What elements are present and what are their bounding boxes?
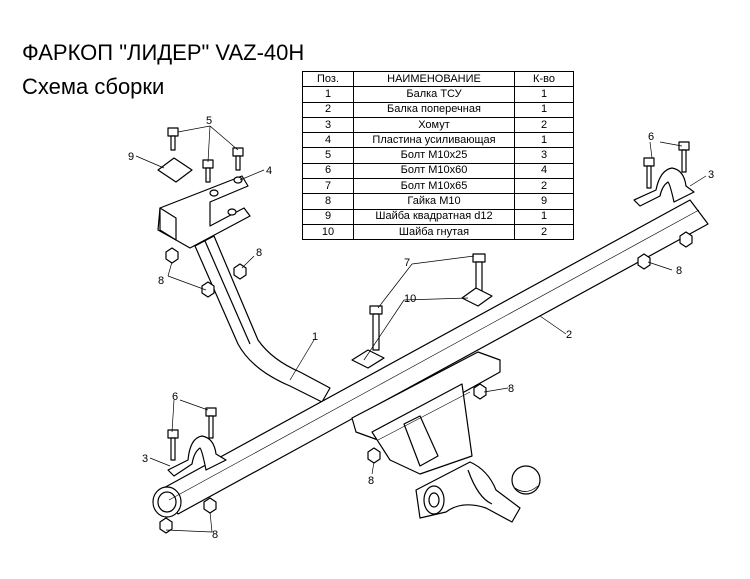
column-header-position: Поз. bbox=[302, 70, 354, 88]
callout-label: 3 bbox=[708, 169, 714, 181]
callout-label: 8 bbox=[508, 383, 514, 395]
callout-label: 6 bbox=[648, 131, 654, 143]
callout-label: 8 bbox=[212, 529, 218, 541]
cross-beam bbox=[152, 199, 709, 518]
cell-name: Шайба гнутая bbox=[353, 223, 515, 241]
bolt-m10x25 bbox=[202, 159, 214, 183]
parts-table-header: Поз. НАИМЕНОВАНИЕ К-во bbox=[302, 70, 574, 88]
callout-label: 3 bbox=[142, 453, 148, 465]
square-washer bbox=[157, 157, 193, 183]
reinforcing-plate bbox=[157, 175, 251, 249]
callout-label: 9 bbox=[128, 151, 134, 163]
cell-name: Болт М10х60 bbox=[353, 162, 515, 180]
cell-quantity: 3 bbox=[514, 147, 574, 164]
callout-label: 1 bbox=[312, 331, 318, 343]
bolt-m10x60 bbox=[678, 141, 690, 173]
nut-m10 bbox=[367, 447, 381, 464]
callout-label: 8 bbox=[368, 475, 374, 487]
cell-name: Шайба квадратная d12 bbox=[353, 208, 515, 225]
bent-washer bbox=[351, 349, 385, 369]
callout-label: 6 bbox=[172, 391, 178, 403]
nut-m10 bbox=[203, 497, 217, 514]
callout-label: 5 bbox=[206, 115, 212, 127]
leader-lines bbox=[135, 125, 707, 533]
clamp bbox=[167, 435, 227, 477]
nut-m10 bbox=[201, 281, 215, 298]
bolt-m10x25 bbox=[167, 127, 179, 151]
bolt-m10x65 bbox=[369, 305, 383, 351]
nut-m10 bbox=[159, 517, 173, 534]
callout-labels: 5 9 4 6 3 8 8 8 1 2 7 10 6 3 8 8 8 bbox=[128, 115, 714, 541]
callout-label: 8 bbox=[256, 247, 262, 259]
bolt-m10x60 bbox=[167, 429, 179, 461]
nut-m10 bbox=[637, 253, 651, 270]
callout-label: 8 bbox=[676, 265, 682, 277]
callout-label: 7 bbox=[404, 257, 410, 269]
cell-name: Болт М10х25 bbox=[353, 147, 515, 164]
callout-label: 10 bbox=[404, 293, 416, 305]
bolt-m10x25 bbox=[232, 147, 244, 171]
tow-hook bbox=[415, 461, 541, 523]
drawing-subtitle: Схема сборки bbox=[22, 74, 165, 99]
drawing-title: ФАРКОП "ЛИДЕР" VAZ-40H bbox=[22, 40, 305, 65]
clamp bbox=[633, 167, 695, 207]
bolt-m10x60 bbox=[205, 407, 217, 439]
callout-label: 4 bbox=[266, 165, 272, 177]
cell-name: Пластина усиливающая bbox=[353, 132, 515, 149]
cell-quantity: 2 bbox=[514, 223, 574, 241]
tow-bar-beam bbox=[194, 235, 331, 403]
callout-label: 8 bbox=[158, 275, 164, 287]
bent-washer bbox=[461, 287, 493, 307]
callout-label: 2 bbox=[566, 329, 572, 341]
ball-mount-bracket bbox=[351, 351, 501, 475]
cell-name: Балка поперечная bbox=[353, 101, 515, 118]
bolt-m10x60 bbox=[643, 157, 655, 189]
nut-m10 bbox=[233, 263, 247, 280]
nut-m10 bbox=[473, 383, 487, 400]
nut-m10 bbox=[679, 231, 693, 248]
nut-m10 bbox=[165, 247, 179, 264]
